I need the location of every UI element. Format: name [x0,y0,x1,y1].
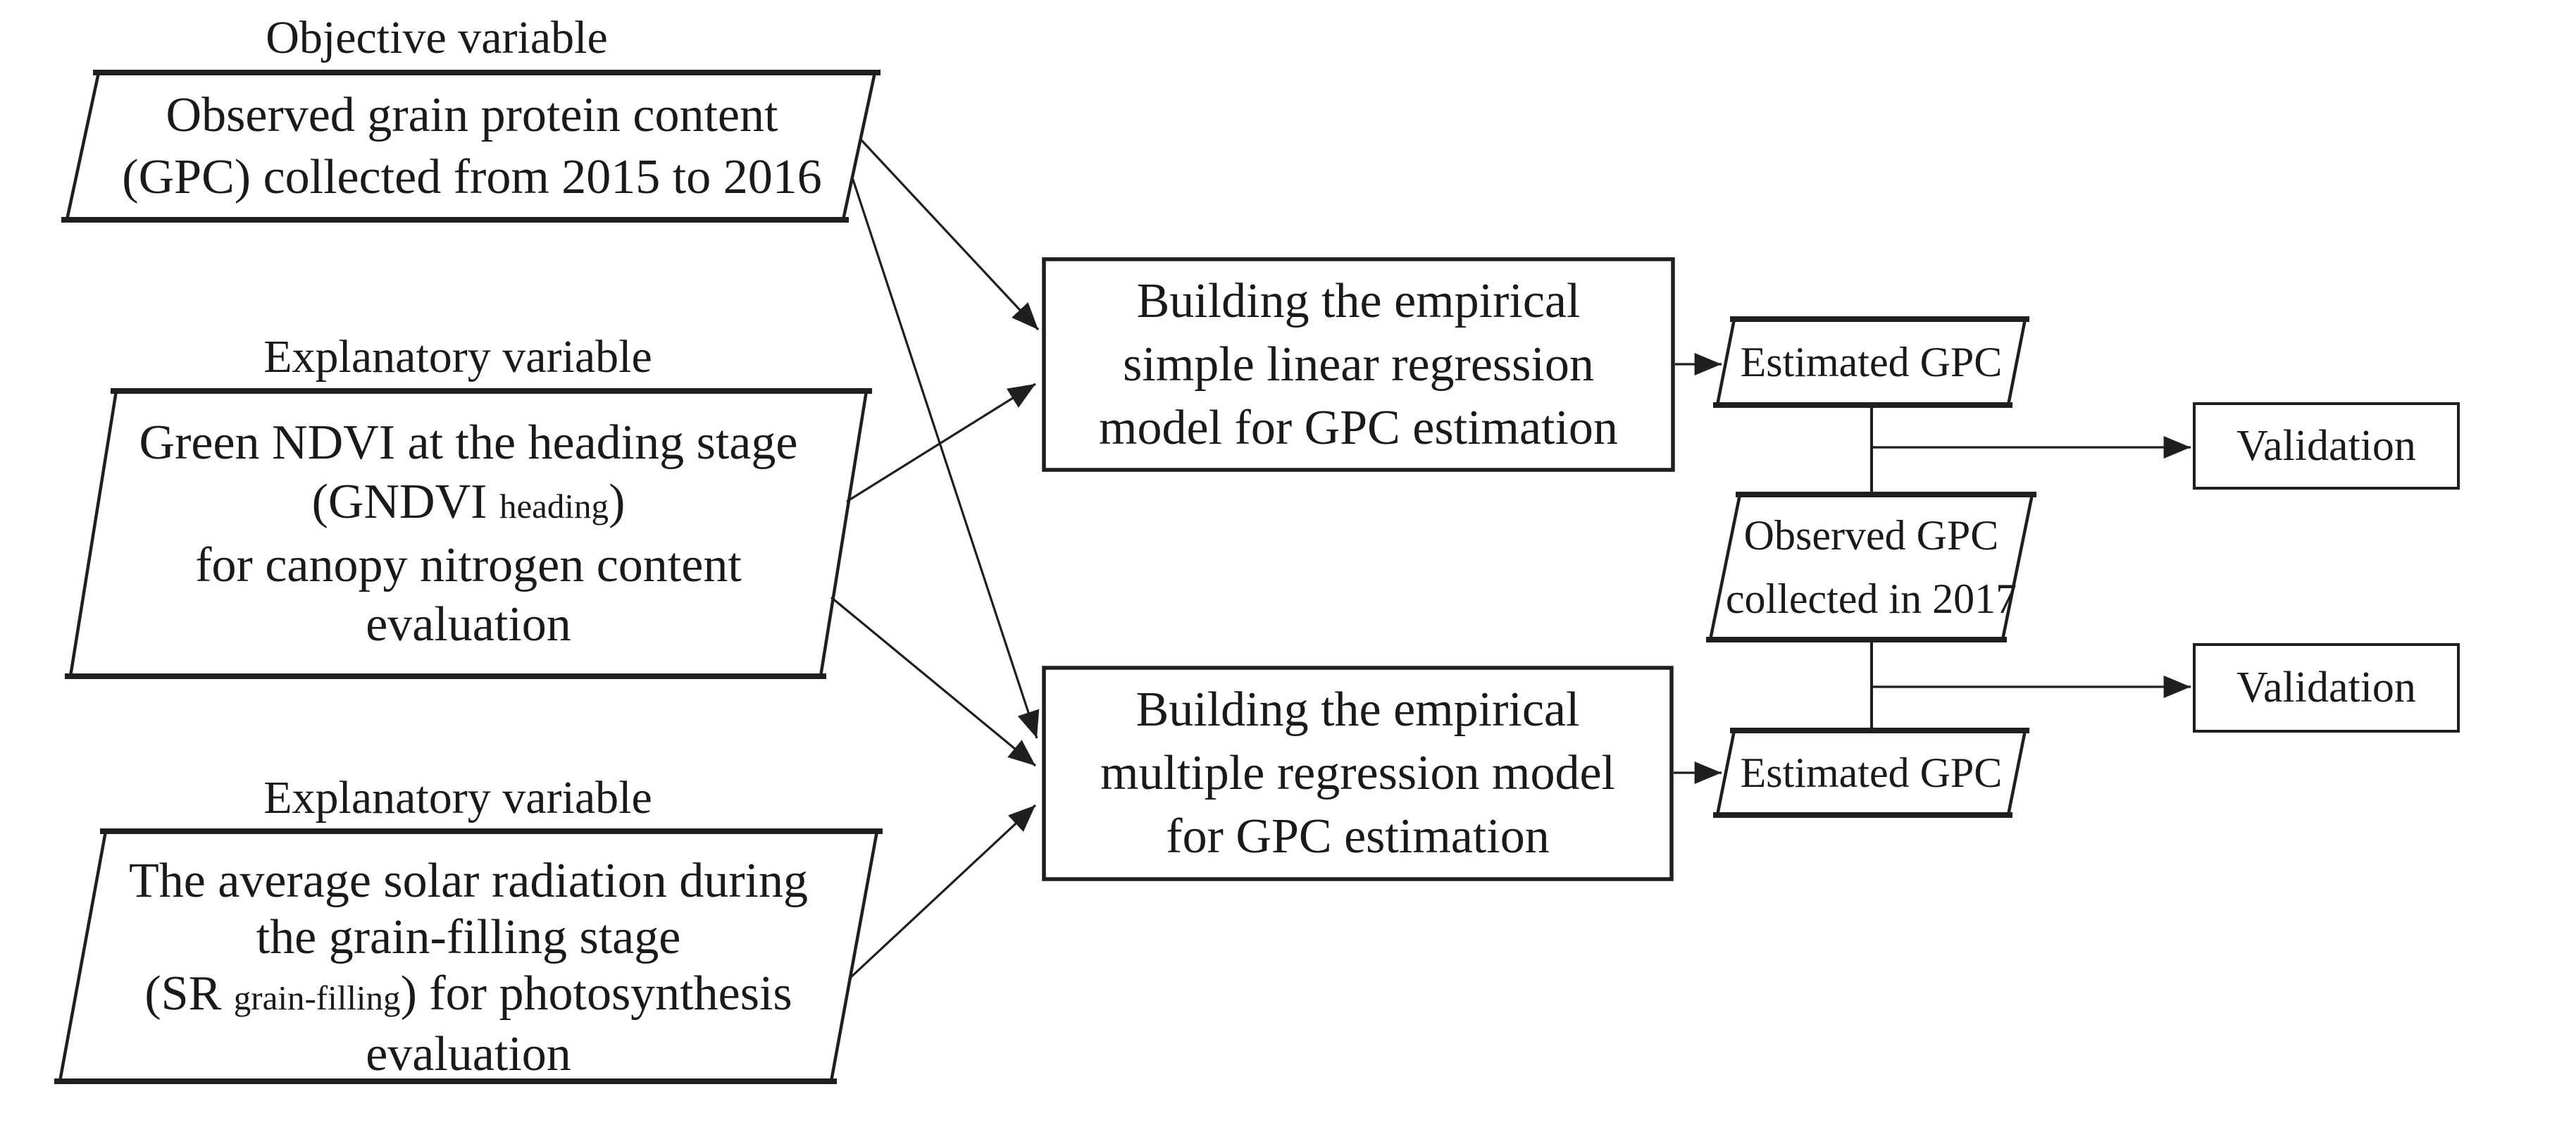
text-line: evaluation [366,1026,571,1081]
text-line: Building the empirical [1135,683,1580,737]
text-line: Observed GPC [1743,512,1999,559]
text-line: (SR grain-filling) for photosynthesis [144,966,792,1026]
text-line: the grain-filling stage [256,909,681,964]
text-line: (GPC) collected from 2015 to 2016 [122,149,822,204]
observed-gpc-2017-text: Observed GPC collected in 2017 [1710,495,2032,640]
text-part: ) for photosynthesis [400,966,792,1021]
multiple-model-box [1042,666,1674,881]
text-line: The average solar radiation during [128,853,809,908]
validation-bottom-text: Validation [2194,645,2458,731]
text-part: (GNDVI [311,474,499,529]
text-line: Validation [2236,664,2416,711]
arrow-objective-to-multiple-model [851,177,1040,739]
multiple-model-text: Building the empirical multiple regressi… [1044,668,1672,879]
arrow-gndvi-to-simple-model [846,383,1036,503]
simple-model-text: Building the empirical simple linear reg… [1044,259,1673,470]
text-line: Green NDVI at the heading stage [139,415,798,470]
subscript-text: grain-filling [233,978,401,1017]
text-line: evaluation [366,597,571,652]
text-line: Building the empirical [1136,273,1581,328]
explanatory-variable-label-sr: Explanatory variable [141,770,775,826]
estimated-gpc-top-text: Estimated GPC [1717,319,2025,405]
text-line: simple linear regression [1123,337,1594,392]
observed-gpc-text: Observed grain protein content (GPC) col… [67,73,877,220]
arrow-solar-to-multiple-model [847,804,1037,981]
solar-radiation-text: The average solar radiation during the g… [60,831,877,1093]
text-line: model for GPC estimation [1099,400,1618,455]
explanatory-variable-label-gndvi: Explanatory variable [141,329,775,385]
validation-top-text: Validation [2194,404,2458,488]
validation-top-box [2193,402,2460,490]
arrow-gndvi-to-multiple-model [830,596,1037,767]
gndvi-text: Green NDVI at the heading stage (GNDVI h… [70,391,866,676]
text-line: Observed grain protein content [166,87,778,142]
text-part: (SR [144,966,234,1021]
text-line: for canopy nitrogen content [195,537,742,592]
label-text: Explanatory variable [263,331,652,383]
text-line: Estimated GPC [1740,338,2003,385]
text-line: collected in 2017 [1725,576,2017,622]
text-line: Validation [2236,421,2416,470]
text-line: (GNDVI heading) [312,473,626,536]
subscript-text: heading [499,486,609,526]
label-text: Objective variable [266,12,608,63]
objective-variable-label: Objective variable [120,10,754,66]
validation-bottom-box [2193,643,2460,733]
simple-model-box [1042,257,1675,472]
text-line: for GPC estimation [1166,809,1550,864]
text-line: multiple regression model [1100,746,1615,800]
text-line: Estimated GPC [1740,749,2003,796]
arrow-objective-to-simple-model [859,138,1040,331]
text-part: ) [609,474,626,529]
estimated-gpc-bottom-text: Estimated GPC [1717,730,2025,815]
label-text: Explanatory variable [263,772,652,823]
